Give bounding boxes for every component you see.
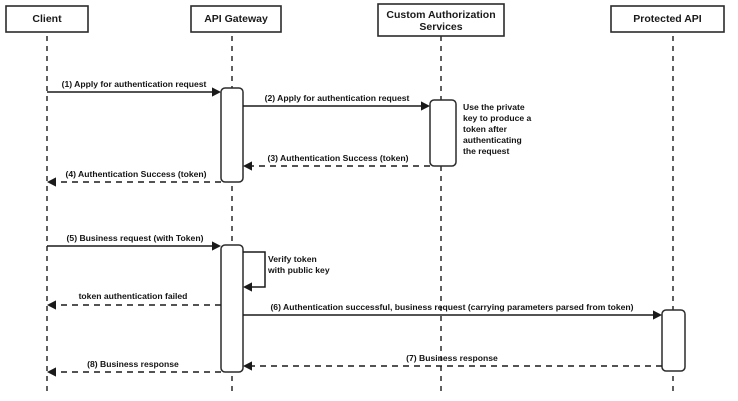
messages-layer: (1) Apply for authentication request (2) …: [47, 79, 662, 377]
message-fail[interactable]: token authentication failed: [47, 291, 221, 310]
message-arrowhead-6: [653, 310, 662, 320]
lifelines-layer: [46, 36, 674, 396]
message-2[interactable]: (2) Apply for authentication request: [243, 93, 430, 111]
message-arrowhead-2: [421, 101, 430, 111]
participant-protected-api[interactable]: Protected API: [610, 5, 725, 33]
message-3[interactable]: (3) Authentication Success (token): [243, 153, 430, 171]
message-label-2: (2) Apply for authentication request: [265, 93, 410, 103]
message-label-4: (4) Authentication Success (token): [65, 169, 206, 179]
message-6[interactable]: (6) Authentication successful, business …: [243, 302, 662, 320]
participant-label-api-gateway: API Gateway: [204, 13, 268, 25]
self-message-arrowhead: [243, 282, 252, 292]
participant-label-client: Client: [32, 13, 62, 25]
activations-layer: [220, 87, 686, 373]
message-arrowhead-4: [47, 177, 56, 187]
message-arrowhead-5: [212, 241, 221, 251]
activation-bar-protected-api-activation[interactable]: [661, 309, 686, 372]
message-arrowhead-8: [47, 367, 56, 377]
self-message-label-line2: with public key: [267, 265, 330, 275]
message-label-3: (3) Authentication Success (token): [267, 153, 408, 163]
note-line-5-private-key-note: the request: [463, 146, 509, 156]
participant-box-custom-authorization-services[interactable]: [377, 3, 505, 37]
message-7[interactable]: (7) Business response: [243, 353, 662, 371]
activation-bar-auth-service-activation[interactable]: [429, 99, 457, 167]
participant-api-gateway[interactable]: API Gateway: [190, 5, 282, 33]
message-label-6: (6) Authentication successful, business …: [270, 302, 633, 312]
participant-box-api-gateway[interactable]: [190, 5, 282, 33]
note-line-1-private-key-note: Use the private: [463, 102, 525, 112]
participant-box-client[interactable]: [5, 5, 89, 33]
message-arrowhead-1: [212, 87, 221, 97]
note-line-3-private-key-note: token after: [463, 124, 508, 134]
participant-label-protected-api: Protected API: [633, 13, 702, 25]
message-label-7: (7) Business response: [406, 353, 498, 363]
message-label-fail: token authentication failed: [79, 291, 188, 301]
participant-label-line1-custom-authorization-services: Custom Authorization: [386, 9, 495, 21]
message-5[interactable]: (5) Business request (with Token): [47, 233, 221, 251]
message-arrowhead-fail: [47, 300, 56, 310]
message-label-8: (8) Business response: [87, 359, 179, 369]
message-arrowhead-7: [243, 361, 252, 371]
message-label-1: (1) Apply for authentication request: [62, 79, 207, 89]
message-arrowhead-3: [243, 161, 252, 171]
participant-client[interactable]: Client: [5, 5, 89, 33]
message-8[interactable]: (8) Business response: [47, 359, 221, 377]
message-label-5: (5) Business request (with Token): [67, 233, 204, 243]
participant-box-protected-api[interactable]: [610, 5, 725, 33]
note-line-2-private-key-note: key to produce a: [463, 113, 532, 123]
self-message-path: [243, 251, 266, 288]
note-line-4-private-key-note: authenticating: [463, 135, 522, 145]
activation-bar-gateway-business-activation[interactable]: [220, 244, 244, 373]
self-message-label-line1: Verify token: [268, 254, 317, 264]
message-1[interactable]: (1) Apply for authentication request: [47, 79, 221, 97]
message-4[interactable]: (4) Authentication Success (token): [47, 169, 221, 187]
activation-bar-gateway-auth-activation[interactable]: [220, 87, 244, 183]
participant-label-line2-custom-authorization-services: Services: [419, 21, 462, 33]
